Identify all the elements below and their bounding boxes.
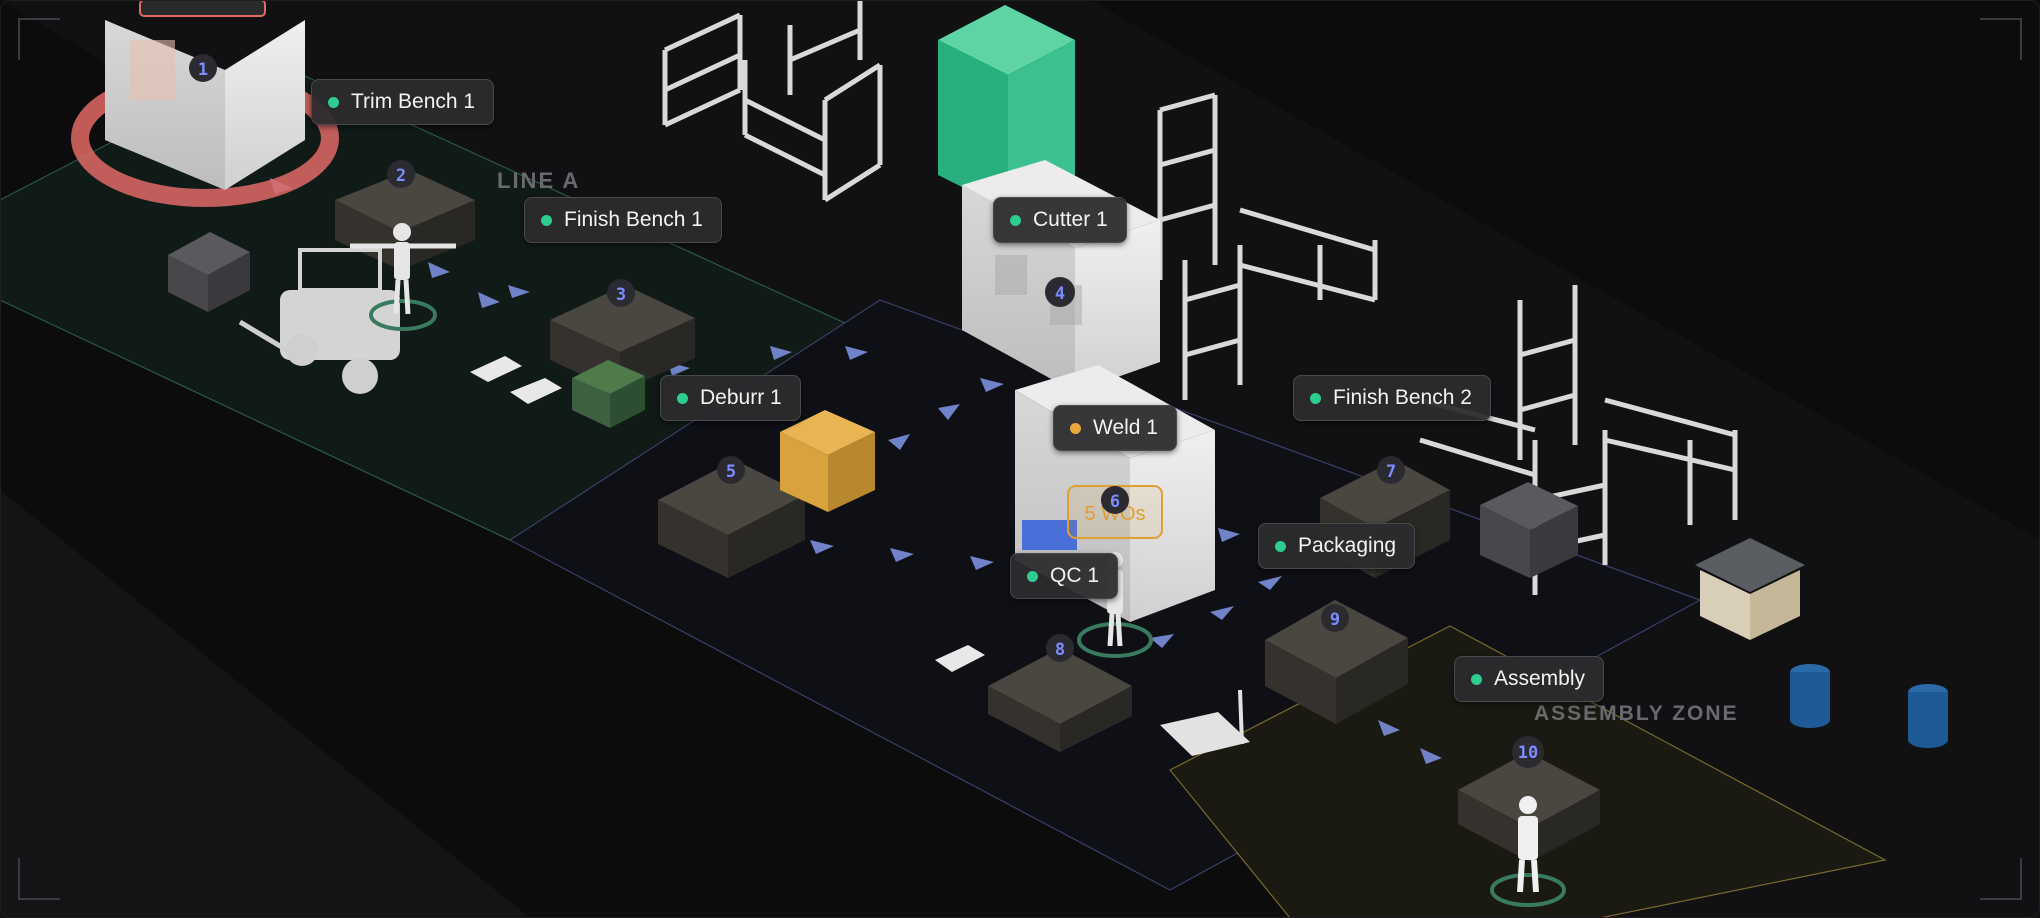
station-label-finish-bench-2[interactable]: Finish Bench 2 [1293, 375, 1491, 421]
svg-text:1: 1 [198, 60, 208, 80]
flow-arrow [508, 285, 530, 298]
svg-text:2: 2 [396, 166, 406, 186]
station-name: Packaging [1298, 534, 1397, 557]
station-name: Weld 1 [1093, 416, 1158, 439]
box-green [572, 360, 645, 428]
status-dot [328, 96, 339, 108]
worker [350, 223, 456, 331]
svg-text:4: 4 [1055, 284, 1065, 304]
station-label-weld-1[interactable]: Weld 1 [1053, 405, 1177, 451]
flow-arrow [1420, 748, 1442, 764]
station-label-qc-1[interactable]: QC 1 [1010, 553, 1119, 599]
status-dot [541, 214, 552, 226]
box-dark [1265, 600, 1408, 724]
box-grey [1480, 482, 1578, 578]
status-dot [1010, 214, 1021, 226]
svg-text:7: 7 [1386, 462, 1396, 482]
status-dot [1027, 570, 1038, 582]
station-label-cutter-1[interactable]: Cutter 1 [993, 197, 1127, 243]
zone-label-assembly: ASSEMBLY ZONE [1534, 702, 1739, 725]
box-dark [335, 170, 475, 270]
status-dot [1310, 392, 1321, 404]
station-label-finish-bench-1[interactable]: Finish Bench 1 [524, 197, 722, 243]
barrel [1908, 684, 1948, 748]
flow-arrow [845, 346, 868, 360]
flow-arrow [770, 346, 792, 360]
station-label-packaging[interactable]: Packaging [1258, 523, 1416, 569]
flow-arrow [478, 292, 500, 308]
station-name: Cutter 1 [1033, 208, 1108, 231]
station-marker-10[interactable]: 10 [1512, 736, 1544, 768]
flow-arrow [1258, 576, 1282, 590]
flow-arrow [810, 540, 834, 554]
station-label-deburr-1[interactable]: Deburr 1 [660, 375, 801, 421]
svg-text:8: 8 [1055, 640, 1065, 660]
svg-text:5: 5 [726, 462, 736, 482]
station-marker-6[interactable]: 6 [1101, 486, 1129, 514]
station-marker-7[interactable]: 7 [1377, 456, 1405, 484]
station-marker-2[interactable]: 2 [387, 160, 415, 188]
svg-text:9: 9 [1330, 610, 1340, 630]
flow-arrow [1210, 606, 1234, 620]
yellow-crate [780, 410, 875, 512]
svg-text:3: 3 [616, 285, 626, 305]
flow-arrow [1218, 528, 1240, 542]
pallet [470, 356, 562, 404]
station-name: Finish Bench 2 [1333, 386, 1472, 409]
station-marker-1[interactable]: 1 [189, 54, 217, 82]
box-grey [168, 232, 250, 312]
station-marker-4[interactable]: 4 [1045, 277, 1075, 307]
barrel [1790, 664, 1830, 728]
pallet-crate [1695, 538, 1805, 640]
flow-arrow [888, 434, 910, 450]
status-dot [1471, 673, 1482, 685]
station-name: Deburr 1 [700, 386, 782, 409]
station-name: Trim Bench 1 [351, 90, 476, 113]
box-dark [988, 648, 1132, 752]
box-dark [1458, 752, 1600, 862]
pallet [935, 645, 985, 672]
station-marker-9[interactable]: 9 [1321, 604, 1349, 632]
zone-label-line-a: LINE A [497, 168, 580, 193]
flow-arrow [938, 404, 960, 420]
station-name: Finish Bench 1 [564, 208, 703, 231]
station-name: Assembly [1494, 667, 1586, 690]
station-marker-3[interactable]: 3 [607, 279, 635, 307]
flow-arrow [428, 262, 450, 278]
svg-text:6: 6 [1110, 492, 1120, 512]
station-marker-8[interactable]: 8 [1046, 634, 1074, 662]
hand-cart [1160, 689, 1250, 756]
svg-text:10: 10 [1518, 743, 1538, 763]
flow-arrow [970, 556, 994, 570]
station-label-assembly[interactable]: Assembly [1454, 656, 1605, 702]
status-dot [677, 392, 688, 404]
flow-arrow [1150, 634, 1174, 648]
station-label-trim-bench-1[interactable]: Trim Bench 1 [311, 79, 495, 125]
worker [1490, 796, 1566, 907]
station-name: QC 1 [1050, 564, 1100, 587]
flow-arrow [1378, 720, 1400, 736]
flow-arrow [890, 548, 914, 562]
status-dot [1070, 422, 1081, 434]
flow-arrow [980, 378, 1004, 392]
forklift [238, 248, 400, 394]
status-dot [1275, 540, 1286, 552]
box-dark [658, 460, 805, 578]
station-marker-5[interactable]: 5 [717, 456, 745, 484]
